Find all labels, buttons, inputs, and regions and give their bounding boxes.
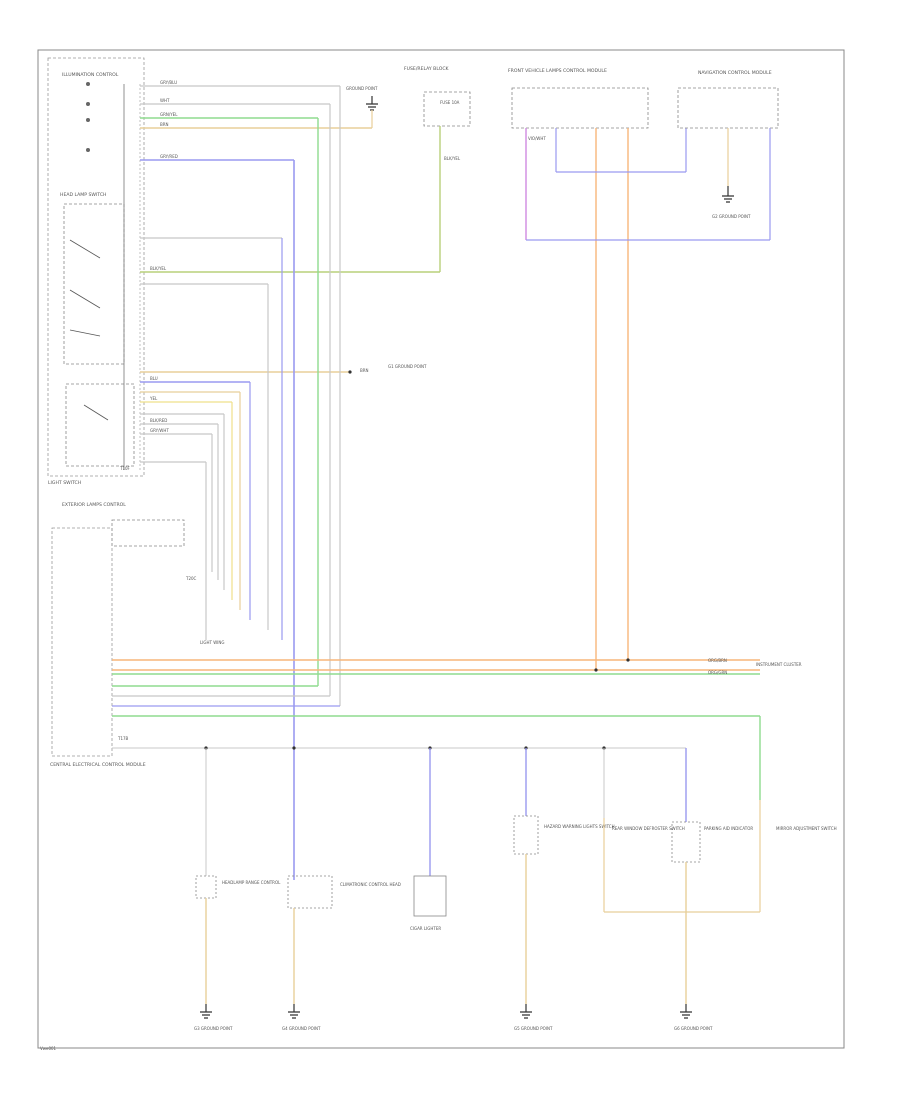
ground-symbol	[288, 1004, 300, 1019]
connector-label: T20C	[185, 576, 197, 581]
front-module-label: FRONT VEHICLE LAMPS CONTROL MODULE	[508, 68, 607, 74]
wire-label: GRY/BLU	[160, 80, 177, 85]
cigar-lighter-box	[413, 875, 447, 917]
wire-label: GRY/WHT	[150, 428, 169, 433]
gem-box	[51, 527, 113, 757]
ground-symbol	[200, 1004, 212, 1019]
light-switch-label: LIGHT SWITCH	[48, 480, 81, 486]
wire-label: BLK/YEL	[150, 266, 167, 271]
wire-label: YEL	[149, 396, 158, 401]
wire-label: GRY/RED	[160, 154, 178, 159]
ground-symbol	[520, 1004, 532, 1019]
ground-symbol	[680, 1004, 692, 1019]
switch-contact	[86, 148, 90, 152]
ground-label: G4 GROUND POINT	[282, 1026, 321, 1031]
ground-point-label: GROUND POINT	[346, 86, 378, 91]
wire-label: BLK/YEL	[444, 156, 461, 161]
light-switch-box	[47, 57, 145, 477]
connector-label: T17B	[117, 736, 129, 741]
fuse-block-label: FUSE/RELAY BLOCK	[404, 66, 450, 72]
switch-contact	[86, 118, 90, 122]
head-lamp-switch-label: HEAD LAMP SWITCH	[60, 192, 107, 198]
navigation-label: NAVIGATION CONTROL MODULE	[698, 70, 772, 76]
splice-point	[626, 658, 630, 662]
ground-label: G5 GROUND POINT	[514, 1026, 553, 1031]
wire-label: BLK/RED	[150, 418, 167, 423]
ground-label: G3 GROUND POINT	[194, 1026, 233, 1031]
mirror-adjust-label: MIRROR ADJUSTMENT SWITCH	[776, 826, 837, 831]
front-module-box	[511, 87, 649, 129]
rear-window-defrost-label: REAR WINDOW DEFROSTER SWITCH	[612, 826, 685, 831]
wire-label: GRN/YEL	[160, 112, 178, 117]
ground-label: G6 GROUND POINT	[674, 1026, 713, 1031]
ground-label: G1 GROUND POINT	[388, 364, 427, 369]
light-wing-label: LIGHT WING	[200, 640, 224, 645]
parking-aid-label: PARKING AID INDICATOR	[704, 826, 753, 831]
climatronic-box	[287, 875, 333, 909]
headlamp-range-label: HEADLAMP RANGE CONTROL	[222, 880, 281, 885]
wire-label: ORG/GRN	[708, 670, 727, 675]
footer-code: Vwe001	[40, 1046, 57, 1051]
gem-label: CENTRAL ELECTRICAL CONTROL MODULE	[50, 762, 146, 768]
wire-label: VIO/WHT	[528, 136, 546, 141]
hazard-label: HAZARD WARNING LIGHTS SWITCH	[544, 824, 615, 829]
cigar-lighter-label: CIGAR LIGHTER	[410, 926, 441, 931]
headlamp-range-box	[195, 875, 217, 899]
ground-symbol	[366, 96, 378, 111]
switch-contact	[86, 102, 90, 106]
splice-point	[594, 668, 598, 672]
splice-point	[348, 370, 352, 374]
fuse-block-box	[423, 91, 471, 127]
wire-label: BRN	[360, 368, 369, 373]
exterior-lamps-label: EXTERIOR LAMPS CONTROL	[62, 502, 126, 508]
fuse-label: FUSE 10A	[440, 100, 460, 105]
instrument-cluster-label: INSTRUMENT CLUSTER	[756, 662, 802, 667]
splice-point	[292, 746, 296, 750]
hazard-box	[513, 815, 539, 855]
climatronic-label: CLIMATRONIC CONTROL HEAD	[340, 882, 401, 887]
wire-label: BRN	[160, 122, 169, 127]
diagram-border	[37, 49, 845, 1049]
ground-label: G2 GROUND POINT	[712, 214, 751, 219]
head-lamp-switch-box	[63, 203, 125, 365]
switch-contact	[86, 82, 90, 86]
ground-symbol	[722, 186, 734, 203]
exterior-lamps-box	[111, 519, 185, 547]
navigation-box	[677, 87, 779, 129]
wire-label: ORG/BRN	[708, 658, 727, 663]
wire-label: WHT	[160, 98, 170, 103]
connector-label: T10F	[119, 466, 131, 471]
switch-arm	[69, 239, 101, 337]
illumination-control-label: ILLUMINATION CONTROL	[62, 72, 119, 78]
wire-label: BLU	[150, 376, 158, 381]
switch-arm	[83, 404, 109, 421]
